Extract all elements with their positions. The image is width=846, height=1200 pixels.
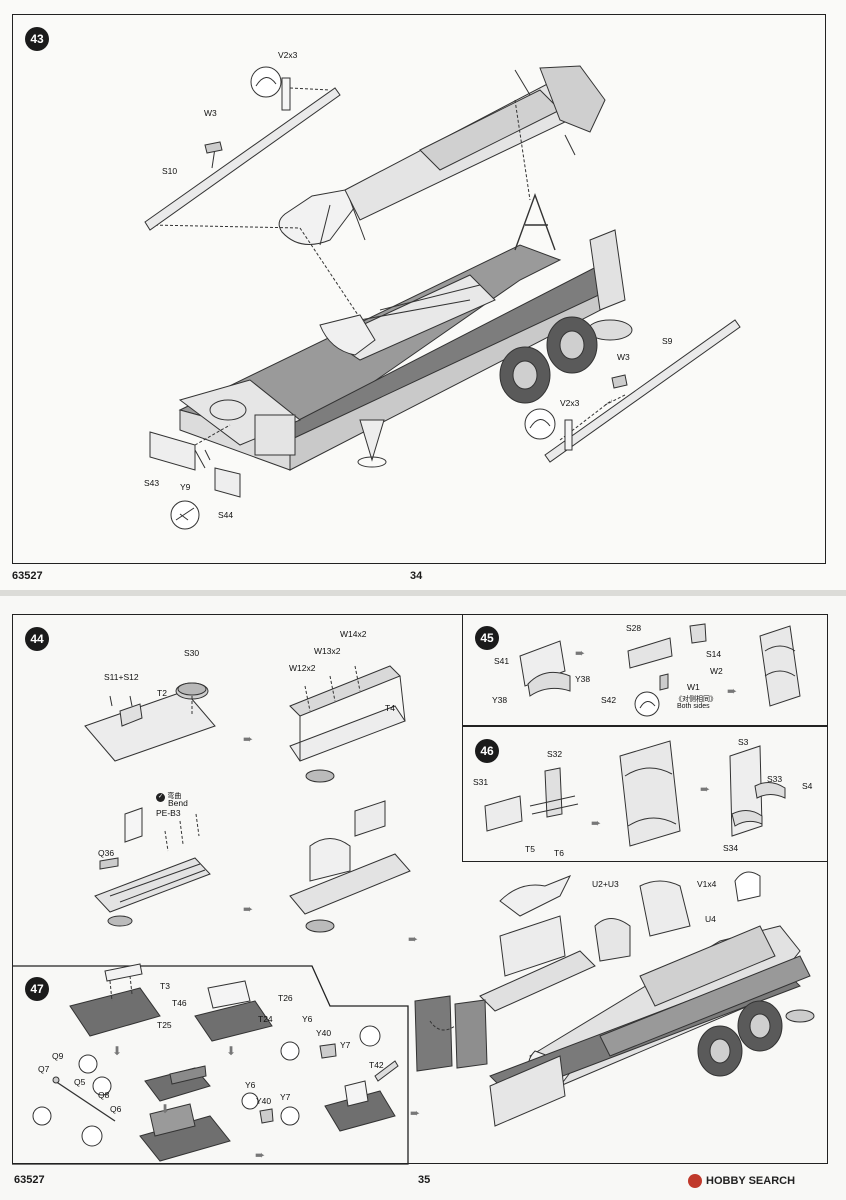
label-s3: S3	[738, 737, 749, 747]
label-pe-b3: PE-B3	[156, 808, 181, 818]
label-t25: T25	[157, 1020, 172, 1030]
label-y7-a: Y7	[340, 1040, 351, 1050]
label-bend-cn: 弯曲	[167, 793, 182, 800]
label-q8: Q8	[98, 1090, 110, 1100]
product-code-bottom: 63527	[14, 1174, 45, 1186]
step-45-badge: 45	[475, 626, 499, 650]
label-s43: S43	[144, 478, 160, 488]
label-s9: S9	[662, 336, 673, 346]
label-s4: S4	[802, 781, 813, 791]
arrow-46-b: ➨	[700, 782, 711, 796]
label-s11-s12: S11+S12	[104, 672, 139, 682]
manual-page-35: 44 45 46 47 S30 S11+S12 T2 W14x2 W13x2 W…	[0, 596, 846, 1200]
step-43-illustration	[144, 65, 741, 530]
label-q6: Q6	[110, 1104, 122, 1114]
label-s30: S30	[184, 648, 200, 658]
label-q36: Q36	[98, 848, 115, 858]
label-y9: Y9	[180, 482, 191, 492]
page-number-34: 34	[410, 570, 423, 582]
label-s14: S14	[706, 649, 722, 659]
label-t3: T3	[160, 981, 170, 991]
step-46-frame	[462, 726, 828, 862]
label-y40-a: Y40	[316, 1028, 332, 1038]
label-w2: W2	[710, 666, 723, 676]
step-46-badge: 46	[475, 739, 499, 763]
arrow-44-b: ➨	[243, 902, 254, 916]
label-w14x2: W14x2	[340, 629, 367, 639]
hobby-search-logo-icon	[688, 1174, 702, 1188]
label-s34: S34	[723, 843, 739, 853]
label-y6-b: Y6	[245, 1080, 256, 1090]
label-w1: W1	[687, 682, 700, 692]
label-s10: S10	[162, 166, 178, 176]
label-y6-a: Y6	[302, 1014, 313, 1024]
step-43-badge: 43	[25, 27, 49, 51]
bend-icon: ✓ 弯曲	[156, 793, 182, 802]
label-v2x3-top: V2x3	[278, 50, 298, 60]
label-t42: T42	[369, 1060, 384, 1070]
arrow-44-a: ➨	[243, 732, 254, 746]
label-y38-b: Y38	[492, 695, 508, 705]
label-both-sides-en: Both sides	[677, 703, 710, 710]
label-s31: S31	[473, 777, 489, 787]
label-t26: T26	[278, 993, 293, 1003]
step-43-frame	[12, 14, 826, 564]
arrow-45-b: ➨	[727, 684, 738, 698]
label-s42: S42	[601, 695, 617, 705]
arrow-44-c: ➨	[408, 932, 419, 946]
label-w12x2: W12x2	[289, 663, 316, 673]
label-q7: Q7	[38, 1064, 50, 1074]
label-y7-b: Y7	[280, 1092, 291, 1102]
label-t6: T6	[554, 848, 564, 858]
label-v1x4: V1x4	[697, 879, 717, 889]
manual-page-34: 43	[0, 0, 846, 590]
product-code-top: 63527	[12, 570, 43, 582]
step-47-badge: 47	[25, 977, 49, 1001]
label-s44: S44	[218, 510, 234, 520]
step-44-badge: 44	[25, 627, 49, 651]
label-t2: T2	[157, 688, 167, 698]
label-u2-u3: U2+U3	[592, 879, 619, 889]
page-separator	[0, 590, 846, 596]
watermark-text: HOBBY SEARCH	[706, 1175, 796, 1187]
label-w3-top: W3	[204, 108, 217, 118]
label-w3-right: W3	[617, 352, 630, 362]
arrow-47-a: ⬇	[112, 1044, 123, 1058]
label-y40-b: Y40	[256, 1096, 272, 1106]
label-s33: S33	[767, 774, 783, 784]
label-both-sides-cn: 《对侧相同》	[675, 696, 717, 703]
page-number-35: 35	[418, 1174, 431, 1186]
label-t4: T4	[385, 703, 395, 713]
arrow-47-b: ⬇	[226, 1044, 237, 1058]
label-t24: T24	[258, 1014, 273, 1024]
label-q9: Q9	[52, 1051, 64, 1061]
label-s32: S32	[547, 749, 563, 759]
arrow-46-a: ➨	[591, 816, 602, 830]
arrow-47-d: ➨	[255, 1148, 266, 1162]
arrow-47-c: ⬇	[160, 1102, 171, 1116]
step-45-frame	[462, 614, 828, 726]
label-q5: Q5	[74, 1077, 86, 1087]
label-bend-en: Bend	[168, 798, 188, 808]
label-t46: T46	[172, 998, 187, 1008]
label-v2x3-right: V2x3	[560, 398, 580, 408]
label-y38-a: Y38	[575, 674, 591, 684]
label-s41: S41	[494, 656, 510, 666]
label-u4: U4	[705, 914, 716, 924]
step-illustrations-bottom	[12, 623, 815, 1165]
arrow-45-a: ➨	[575, 646, 586, 660]
label-w13x2: W13x2	[314, 646, 341, 656]
step-44-frame	[12, 614, 828, 1164]
label-t5: T5	[525, 844, 535, 854]
label-s28: S28	[626, 623, 642, 633]
hobby-search-watermark: HOBBY SEARCH	[688, 1174, 795, 1188]
arrow-to-assembly: ➨	[410, 1106, 421, 1120]
